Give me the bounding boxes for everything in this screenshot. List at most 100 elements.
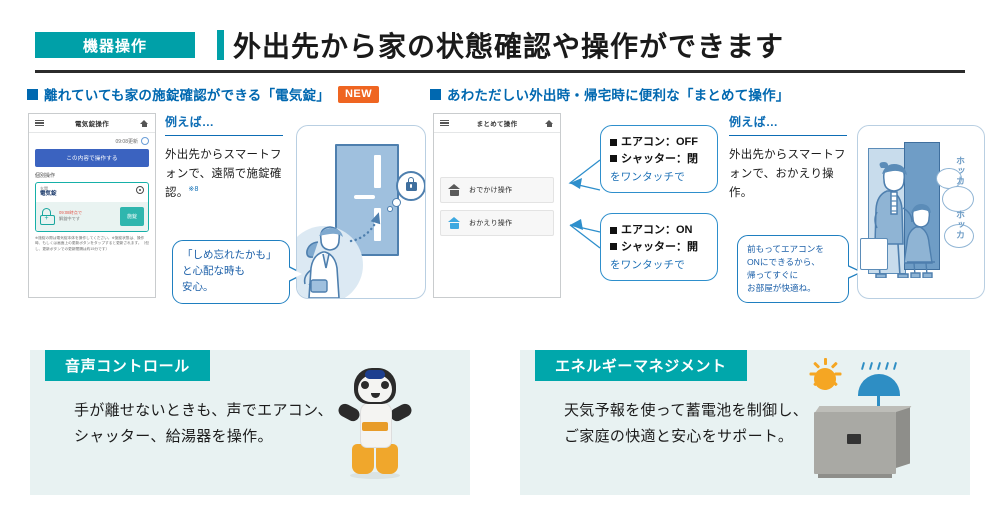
card-voice-control: 音声コントロール 手が離せないときも、声でエアコン、 シャッター、給湯器を操作。 [30, 350, 470, 495]
example-body-right: 外出先からスマートフォンで、おかえり操作。 [729, 149, 846, 199]
lock-status-state: 解錠中です [59, 216, 80, 222]
locked-padlock-icon [396, 171, 425, 201]
card-voice-control-tag: 音声コントロール [45, 350, 210, 381]
home-icon[interactable] [140, 119, 149, 127]
shopping-bag-graphic [860, 238, 888, 270]
warm-text-2: ホッカ [955, 210, 965, 240]
screen-spacer [440, 137, 554, 177]
bullet-square-icon [610, 138, 617, 146]
phone-mockup-batch-operation: まとめて操作 おでかけ操作 おかえり操作 [433, 113, 561, 298]
example-heading-left: 例えば… [165, 115, 215, 129]
example-divider [165, 135, 283, 137]
header-tag: 機器操作 [35, 32, 195, 58]
warm-air-puff [942, 186, 974, 212]
example-block-right: 例えば… 外出先からスマートフォンで、おかえり操作。 [729, 113, 857, 202]
subhead-left-text: 離れていても家の施錠確認ができる「電気錠」 [44, 88, 330, 103]
home-icon[interactable] [545, 119, 554, 127]
card-voice-control-body: 手が離せないときも、声でエアコン、 シャッター、給湯器を操作。 [74, 402, 333, 446]
batch-row-okaeri[interactable]: おかえり操作 [440, 210, 554, 236]
individual-operation-label: 個別操作 [35, 173, 56, 179]
hamburger-menu-icon[interactable] [440, 120, 449, 126]
callout-item: シャッター：開 [610, 239, 708, 256]
callout-odekake: エアコン：OFF シャッター：閉 をワンタッチで [600, 125, 718, 193]
illustration-family-home: ホッカ ホッカ [857, 125, 985, 299]
footnote-mark: ※8 [188, 185, 199, 193]
bullet-square-icon [610, 243, 617, 251]
warm-text-1: ホッカ [955, 156, 965, 186]
update-timestamp-row: 09:08更新 [35, 137, 149, 145]
callout-item: エアコン：OFF [610, 134, 708, 151]
sun-icon [814, 368, 836, 390]
child-graphic [904, 204, 935, 278]
header-accent-bar [217, 30, 224, 60]
illustration-door-lock [296, 125, 426, 299]
callout-item-text: シャッター：開 [621, 240, 698, 253]
callout-footer: をワンタッチで [610, 171, 685, 183]
example-heading-right: 例えば… [729, 115, 779, 129]
card-energy-management-body: 天気予報を使って蓄電池を制御し、 ご家庭の快適と安心をサポート。 [564, 402, 809, 446]
subhead-electric-lock: 離れていても家の施錠確認ができる「電気錠」 NEW [27, 84, 380, 104]
bullet-square-icon [430, 88, 441, 100]
card-energy-management-tag: エネルギーマネジメント [535, 350, 747, 381]
hamburger-menu-icon[interactable] [35, 120, 44, 126]
lock-status-time: 09:08時点で [59, 210, 83, 216]
example-block-left: 例えば… 外出先からスマートフォンで、遠隔で施錠確認。※8 [165, 113, 293, 202]
subhead-right-text: あわただしい外出時・帰宅時に便利な「まとめて操作」 [447, 88, 790, 103]
umbrella-icon [858, 374, 900, 396]
callout-item: エアコン：ON [610, 222, 708, 239]
warm-air-puff [944, 224, 974, 248]
phone-app-title: 電気錠操作 [75, 121, 109, 128]
new-badge: NEW [337, 85, 380, 103]
unlocked-padlock-icon [40, 207, 55, 225]
batch-row-okaeri-label: おかえり操作 [469, 220, 513, 227]
example-body-left: 外出先からスマートフォンで、遠隔で施錠確認。※8 [165, 146, 293, 202]
arrowhead [570, 219, 583, 230]
phone-app-bar: 電気錠操作 [29, 114, 155, 133]
lock-status-text: 09:08時点で 解錠中です [59, 210, 116, 222]
door-panel [374, 208, 381, 241]
callout-item: シャッター：閉 [610, 151, 708, 168]
callout-okaeri: エアコン：ON シャッター：開 をワンタッチで [600, 213, 718, 281]
phone-app-title: まとめて操作 [476, 121, 518, 128]
electric-lock-card: 玄関 電気錠 09:08時点で 解錠中です 施錠 [35, 182, 149, 232]
example-body-left-text: 外出先からスマートフォンで、遠隔で施錠確認。 [165, 149, 282, 199]
robot-icon [336, 368, 414, 480]
lock-card-header: 玄関 電気錠 [36, 183, 148, 202]
gear-icon[interactable] [136, 186, 144, 194]
lock-location-label: 玄関 [40, 186, 48, 191]
bullet-square-icon [610, 155, 617, 163]
subhead-batch-operation: あわただしい外出時・帰宅時に便利な「まとめて操作」 [430, 84, 790, 104]
bubble-tail-dot [392, 198, 401, 207]
lock-card-status: 09:08時点で 解錠中です 施錠 [36, 201, 148, 231]
phone-footnote: ※施錠の際は電気錠本体を操作してください。※施錠状態は、操作時、もしくは画面上の… [35, 235, 149, 251]
callout-item-text: シャッター：閉 [621, 152, 698, 165]
example-divider [729, 135, 847, 137]
callout-footer: をワンタッチで [610, 259, 685, 271]
update-time-label: 09:08更新 [115, 138, 138, 145]
bullet-square-icon [27, 88, 38, 100]
phone-app-bar: まとめて操作 [434, 114, 560, 133]
speech-bubble-left: 「しめ忘れたかも」 と心配な時も 安心。 [172, 240, 305, 304]
house-blue-icon [448, 217, 461, 229]
callout-item-text: エアコン：OFF [621, 136, 698, 148]
header-divider [35, 70, 965, 73]
bullet-square-icon [610, 226, 617, 234]
bubble-tail-dot [387, 206, 393, 212]
phone-mockup-electric-lock: 電気錠操作 09:08更新 この内容で操作する 個別操作 玄関 電気錠 [28, 113, 156, 298]
apply-operation-button[interactable]: この内容で操作する [35, 149, 149, 167]
arrowhead [570, 178, 582, 189]
phone-screen-body: おでかけ操作 おかえり操作 [434, 133, 560, 297]
lock-card-names: 玄関 電気錠 [40, 186, 57, 199]
phone-screen-body: 09:08更新 この内容で操作する 個別操作 玄関 電気錠 09:08時点で [29, 133, 155, 297]
page-title: 外出先から家の状態確認や操作ができます [233, 32, 785, 63]
lock-device-name: 電気錠 [40, 191, 57, 198]
door-panel [374, 155, 381, 188]
dotted-arrow-icon [349, 212, 381, 243]
woman-with-phone-graphic [303, 226, 343, 298]
lock-action-button[interactable]: 施錠 [119, 206, 144, 226]
door-handle [354, 195, 375, 199]
page-header: 機器操作 外出先から家の状態確認や操作ができます [35, 22, 965, 68]
refresh-icon[interactable] [141, 137, 149, 145]
batch-row-odekake[interactable]: おでかけ操作 [440, 177, 554, 203]
